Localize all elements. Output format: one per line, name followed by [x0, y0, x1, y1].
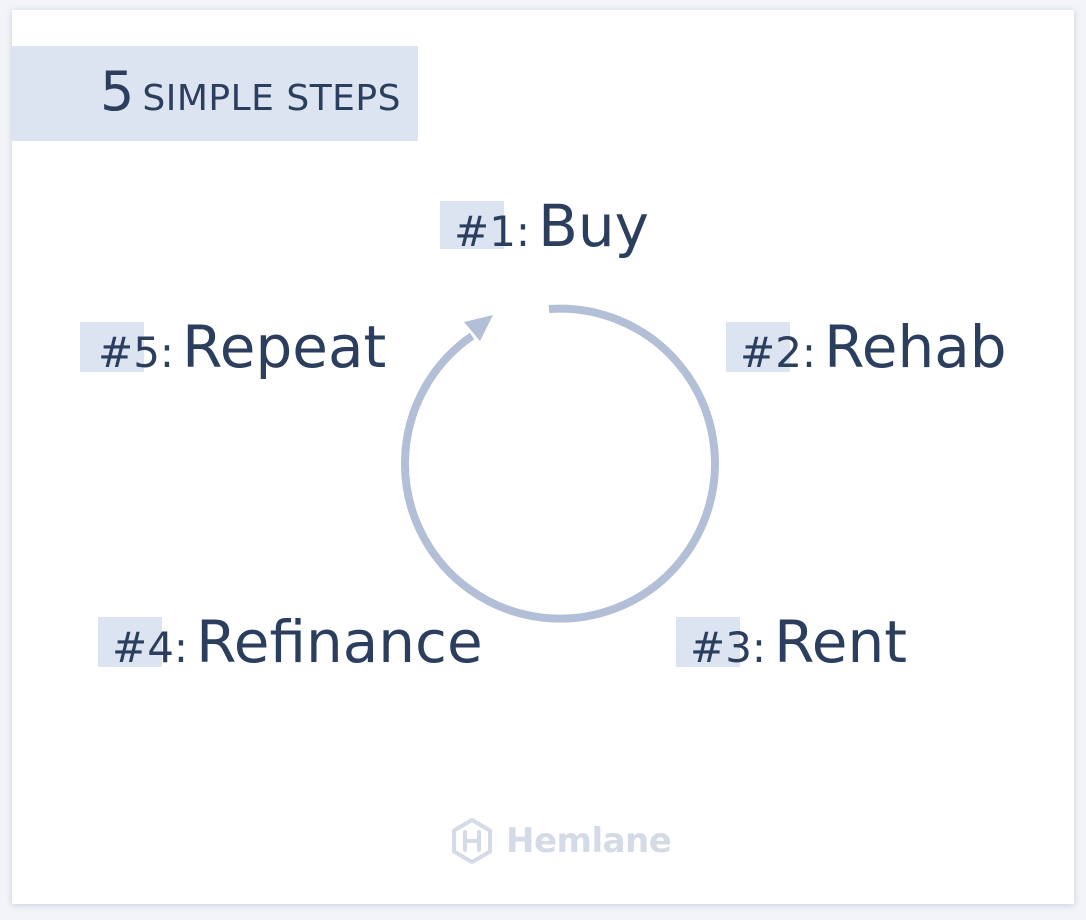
step-3-name: Rent	[774, 608, 907, 676]
step-2-name: Rehab	[824, 313, 1007, 381]
step-5: #5:Repeat	[80, 313, 386, 381]
hemlane-logo: Hemlane	[448, 816, 672, 866]
step-5-number: #5:	[98, 328, 175, 377]
step-4-name: Refinance	[196, 608, 483, 676]
step-2: #2:Rehab	[726, 313, 1007, 381]
step-5-name: Repeat	[182, 313, 387, 381]
step-1-number: #1:	[454, 207, 531, 256]
logo-text: Hemlane	[506, 821, 672, 861]
step-4: #4:Refinance	[98, 608, 483, 676]
step-1: #1:Buy	[440, 192, 649, 260]
step-1-name: Buy	[538, 192, 649, 260]
title-band	[12, 46, 418, 141]
step-4-number: #4:	[112, 623, 189, 672]
title-number: 5	[100, 60, 135, 123]
step-3: #3:Rent	[676, 608, 907, 676]
title-text: SIMPLE STEPS	[142, 78, 401, 119]
step-2-number: #2:	[740, 328, 817, 377]
hexagon-h-icon	[452, 818, 492, 864]
cycle-arrow-icon	[401, 304, 719, 623]
step-3-number: #3:	[690, 623, 767, 672]
